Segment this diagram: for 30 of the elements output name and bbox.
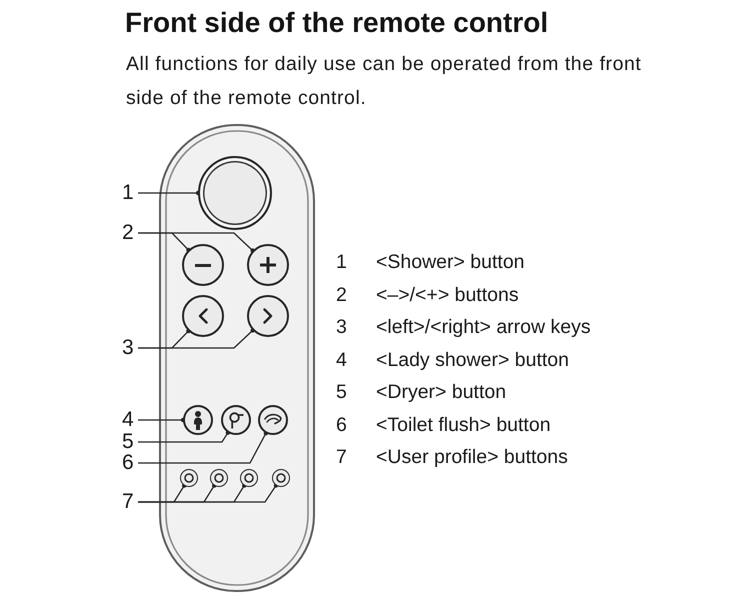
part-description: <Dryer> button: [376, 380, 506, 404]
key-number: 2: [336, 282, 347, 307]
callout-number: 3: [122, 338, 136, 358]
key-number: 6: [336, 412, 347, 437]
leader-line: [138, 418, 186, 422]
callout-number: 5: [122, 432, 136, 452]
callout-number: 2: [122, 223, 136, 243]
key-number: 1: [336, 250, 347, 274]
part-description: <–>/<+> buttons: [376, 282, 519, 307]
part-description: <Lady shower> button: [376, 348, 569, 372]
part-description: <Toilet flush> button: [376, 412, 551, 437]
leader-line: [138, 483, 278, 503]
key-number: 7: [336, 445, 347, 470]
intro-text: All functions for daily use can be operated from the front side of the remote control.: [126, 52, 642, 111]
key-number: 5: [336, 380, 347, 404]
key-number: 4: [336, 348, 347, 372]
part-description: <left>/<right> arrow keys: [376, 315, 591, 340]
callout-number: 7: [122, 492, 136, 512]
title: Front side of the remote control: [125, 7, 548, 39]
key-number: 3: [336, 315, 347, 340]
part-description: <User profile> buttons: [376, 445, 568, 470]
callout-number: 1: [122, 183, 136, 203]
leader-line: [138, 328, 255, 349]
leader-line: [138, 232, 255, 253]
callout-number: 6: [122, 453, 136, 473]
leader-line: [138, 431, 268, 464]
part-description: <Shower> button: [376, 250, 525, 274]
leader-line: [138, 430, 230, 443]
leader-line: [138, 190, 200, 196]
callout-number: 4: [122, 410, 136, 430]
